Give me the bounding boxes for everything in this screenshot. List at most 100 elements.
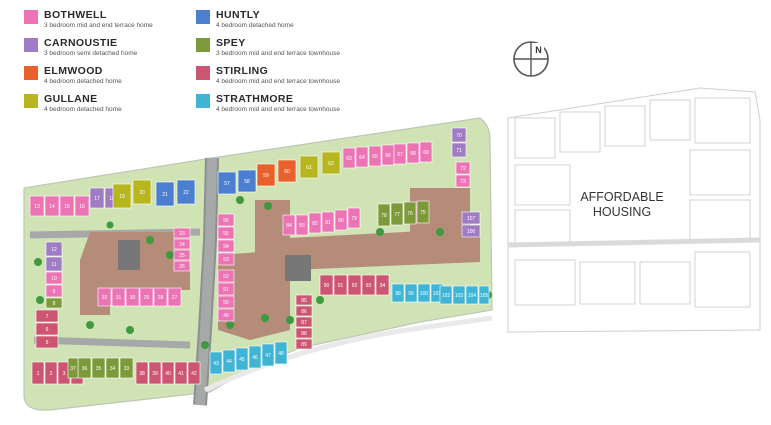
plot-block[interactable] [217,308,235,322]
plot-block[interactable] [295,294,313,306]
plot-46[interactable]: 46 [248,345,262,369]
plot-block[interactable] [308,212,322,234]
plot-block[interactable] [217,295,235,309]
plot-block[interactable] [173,249,191,261]
plot-72[interactable]: 72 [455,161,471,175]
plot-block[interactable] [321,211,335,233]
plot-105[interactable]: 105 [478,285,490,305]
plot-23[interactable]: 23 [173,227,191,239]
plot-block[interactable] [91,357,106,379]
plot-block[interactable] [97,287,112,307]
plot-9[interactable]: 9 [45,284,63,298]
plot-83[interactable]: 83 [295,214,309,236]
plot-block[interactable] [361,274,376,296]
plot-6[interactable]: 6 [35,322,59,336]
plot-76[interactable]: 76 [403,201,417,225]
plot-15[interactable]: 15 [59,195,75,217]
plot-34[interactable]: 34 [105,357,120,379]
plot-77[interactable]: 77 [390,202,404,226]
plot-84[interactable]: 84 [282,214,296,236]
plot-block[interactable] [209,351,223,375]
plot-block[interactable] [174,361,188,385]
plot-block[interactable] [35,335,59,349]
plot-block[interactable] [333,274,348,296]
plot-block[interactable] [112,183,132,209]
plot-85[interactable]: 85 [295,294,313,306]
plot-52[interactable]: 52 [217,269,235,283]
plot-80[interactable]: 80 [334,209,348,231]
plot-block[interactable] [393,143,407,165]
plot-91[interactable]: 91 [333,274,348,296]
plot-block[interactable] [217,252,235,266]
plot-44[interactable]: 44 [222,349,236,373]
plot-53[interactable]: 53 [217,252,235,266]
plot-block[interactable] [342,147,356,169]
plot-block[interactable] [295,305,313,317]
plot-block[interactable] [295,316,313,328]
plot-60[interactable]: 60 [277,159,297,183]
plot-73[interactable]: 73 [455,174,471,188]
plot-51[interactable]: 51 [217,282,235,296]
plot-57[interactable]: 57 [217,171,237,195]
plot-block[interactable] [452,285,466,305]
plot-block[interactable] [45,284,63,298]
plot-49[interactable]: 49 [217,308,235,322]
plot-100[interactable]: 100 [417,283,431,303]
plot-27[interactable]: 27 [167,287,182,307]
plot-16[interactable]: 16 [74,195,90,217]
plot-50[interactable]: 50 [217,295,235,309]
plot-block[interactable] [217,282,235,296]
plot-12[interactable]: 12 [45,241,63,257]
plot-55[interactable]: 55 [217,226,235,240]
plot-block[interactable] [465,285,479,305]
plot-94[interactable]: 94 [375,274,390,296]
plot-69[interactable]: 69 [419,141,433,163]
plot-56[interactable]: 56 [217,213,235,227]
plot-59[interactable]: 59 [256,163,276,187]
plot-41[interactable]: 41 [174,361,188,385]
plot-block[interactable] [451,127,467,143]
plot-102[interactable]: 102 [439,285,453,305]
plot-block[interactable] [451,142,467,158]
plot-block[interactable] [44,195,60,217]
plot-block[interactable] [59,195,75,217]
plot-1[interactable]: 1 [31,361,45,385]
plot-31[interactable]: 31 [111,287,126,307]
plot-block[interactable] [391,283,405,303]
plot-block[interactable] [217,213,235,227]
plot-26[interactable]: 26 [173,260,191,272]
plot-block[interactable] [417,283,431,303]
plot-13[interactable]: 13 [29,195,45,217]
plot-24[interactable]: 24 [173,238,191,250]
plot-block[interactable] [35,309,59,323]
plot-8[interactable]: 8 [45,297,63,309]
plot-block[interactable] [277,159,297,183]
plot-block[interactable] [89,187,105,209]
plot-block[interactable] [173,227,191,239]
plot-block[interactable] [45,297,63,309]
plot-58[interactable]: 58 [237,169,257,193]
plot-block[interactable] [282,214,296,236]
plot-block[interactable] [217,226,235,240]
plot-103[interactable]: 103 [452,285,466,305]
plot-block[interactable] [35,322,59,336]
plot-block[interactable] [44,361,58,385]
plot-block[interactable] [235,347,249,371]
plot-block[interactable] [347,274,362,296]
plot-block[interactable] [222,349,236,373]
plot-20[interactable]: 20 [132,179,152,205]
plot-65[interactable]: 65 [368,145,382,167]
plot-43[interactable]: 43 [209,351,223,375]
plot-40[interactable]: 40 [161,361,175,385]
plot-22[interactable]: 22 [176,179,196,205]
plot-25[interactable]: 25 [173,249,191,261]
plot-block[interactable] [119,357,134,379]
plot-block[interactable] [105,357,120,379]
plot-88[interactable]: 88 [295,327,313,339]
plot-11[interactable]: 11 [45,256,63,272]
plot-61[interactable]: 61 [299,155,319,179]
plot-32[interactable]: 32 [97,287,112,307]
plot-block[interactable] [256,163,276,187]
plot-block[interactable] [67,357,79,379]
plot-block[interactable] [173,260,191,272]
